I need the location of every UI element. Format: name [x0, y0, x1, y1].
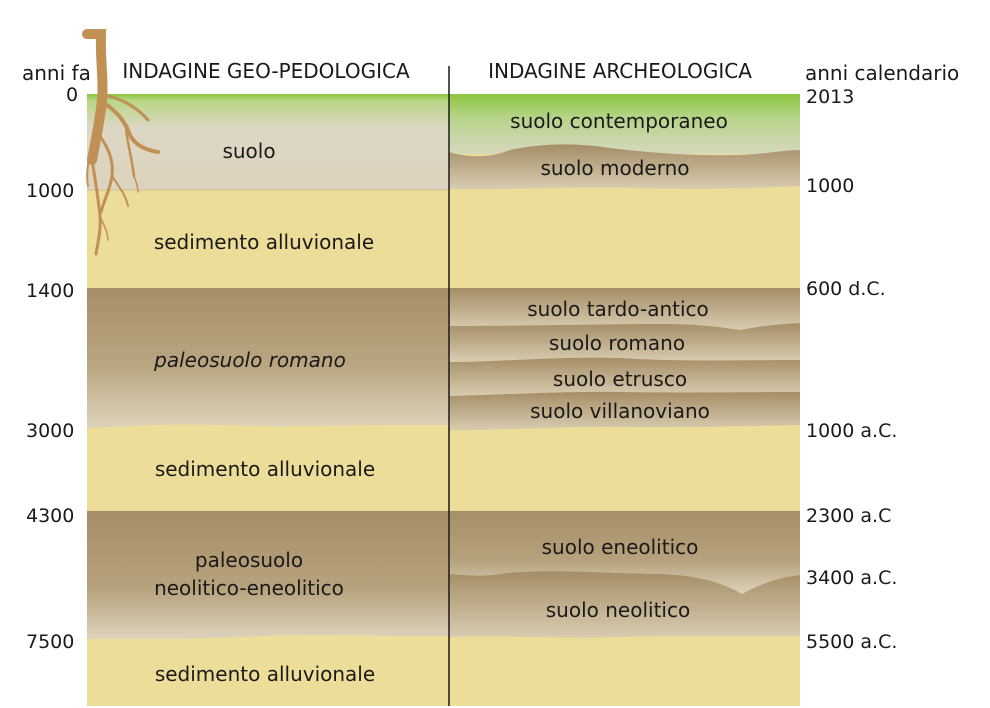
- left-tick-3000: 3000: [26, 420, 74, 442]
- arch-label-neolitico: suolo neolitico: [546, 598, 690, 622]
- arch-layer-tardo-antico: [449, 288, 800, 330]
- left-tick-0: 0: [66, 84, 78, 106]
- geo-label-suolo: suolo: [222, 139, 275, 163]
- geo-label-paleosuolo-romano: paleosuolo romano: [153, 348, 346, 372]
- geo-label-paleosuolo-neo-2: neolitico-eneolitico: [154, 576, 344, 600]
- tree-root-illustration: [82, 29, 160, 256]
- geo-label-sedimento-2: sedimento alluvionale: [155, 457, 375, 481]
- right-tick-600dc: 600 d.C.: [806, 278, 886, 300]
- arch-layer-etrusco: [449, 357, 800, 396]
- left-axis-header: anni fa: [22, 61, 91, 85]
- arch-layer-neolitico: [449, 571, 800, 638]
- left-tick-1000: 1000: [26, 180, 74, 202]
- right-tick-5500ac: 5500 a.C.: [806, 631, 897, 653]
- geo-layer-paleo-neolitico: [87, 511, 449, 639]
- arch-layer-villanoviano: [449, 391, 800, 431]
- arch-label-contemporaneo: suolo contemporaneo: [510, 109, 728, 133]
- arch-column-header: INDAGINE ARCHEOLOGICA: [488, 59, 752, 83]
- right-tick-2300ac: 2300 a.C: [806, 505, 891, 527]
- arch-layer-romano: [449, 323, 800, 362]
- arch-label-etrusco: suolo etrusco: [553, 367, 687, 391]
- right-tick-3400ac: 3400 a.C.: [806, 567, 897, 589]
- arch-label-villanoviano: suolo villanoviano: [530, 399, 710, 423]
- arch-label-romano: suolo romano: [549, 331, 685, 355]
- geo-layer-suolo: [87, 94, 449, 190]
- right-axis-header: anni calendario: [805, 61, 959, 85]
- right-tick-2013: 2013: [806, 86, 854, 108]
- geo-label-sedimento-3: sedimento alluvionale: [155, 662, 375, 686]
- left-tick-7500: 7500: [26, 631, 74, 653]
- left-tick-1400: 1400: [26, 280, 74, 302]
- arch-layer-contemporaneo: [449, 94, 800, 154]
- geo-column-header: INDAGINE GEO-PEDOLOGICA: [122, 59, 410, 83]
- arch-layer-moderno: [449, 144, 800, 190]
- right-tick-1000ac: 1000 a.C.: [806, 420, 897, 442]
- right-tick-1000: 1000: [806, 175, 854, 197]
- geo-label-sedimento-1: sedimento alluvionale: [154, 230, 374, 254]
- arch-label-moderno: suolo moderno: [541, 156, 690, 180]
- arch-label-tardo-antico: suolo tardo-antico: [527, 297, 709, 321]
- geo-layer-paleo-romano: [87, 288, 449, 428]
- left-tick-4300: 4300: [26, 505, 74, 527]
- arch-label-eneolitico: suolo eneolitico: [542, 535, 699, 559]
- arch-layer-eneolitico: [449, 511, 800, 594]
- geo-label-paleosuolo-neo-1: paleosuolo: [195, 548, 303, 572]
